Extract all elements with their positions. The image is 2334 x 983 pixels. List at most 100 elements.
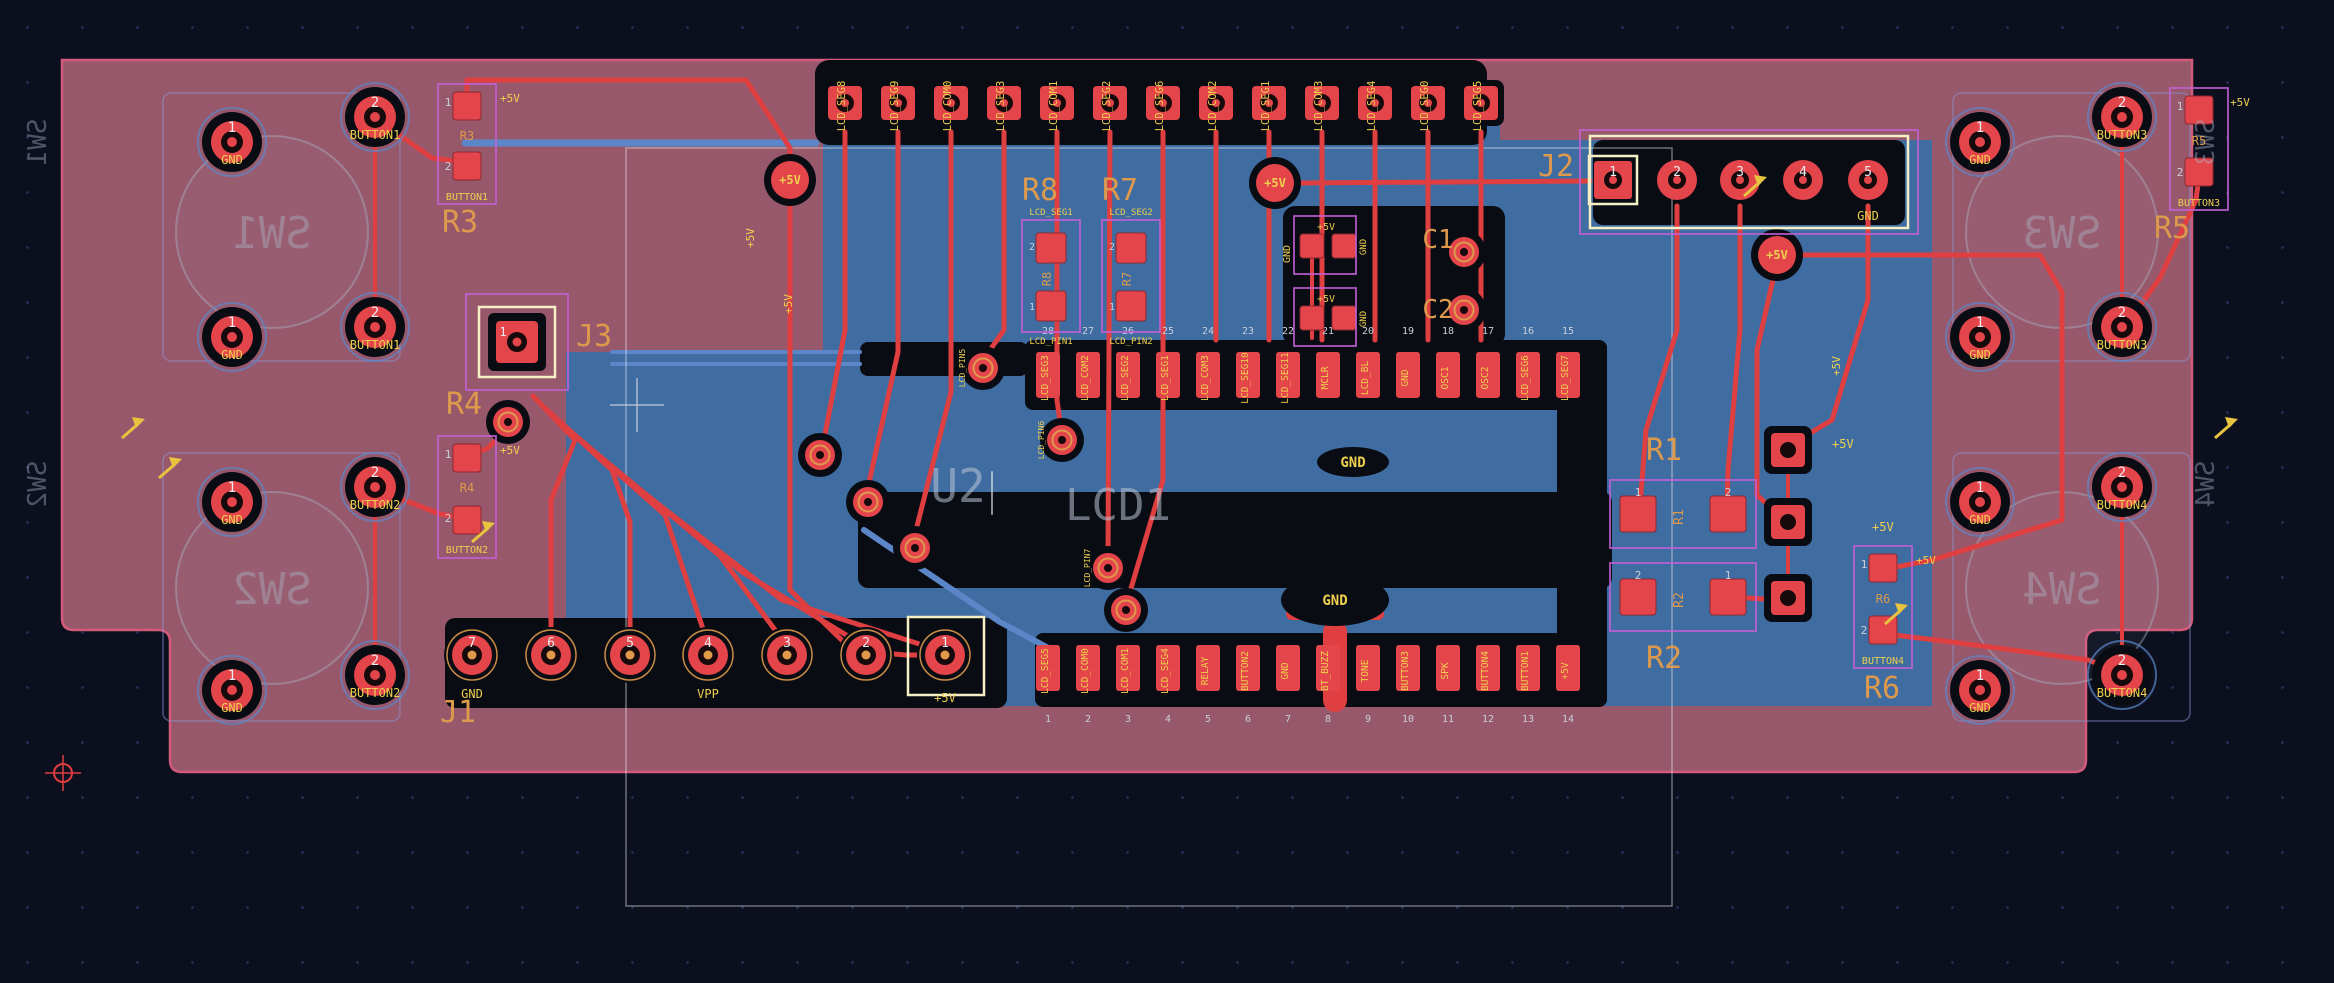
through-hole-pad[interactable] (1104, 588, 1148, 632)
footprint-courtyard[interactable] (465, 293, 569, 391)
j1-pad-5[interactable]: 5 (602, 627, 658, 683)
smd-pad[interactable] (1331, 233, 1357, 259)
through-hole-pad[interactable] (1442, 230, 1486, 274)
lcd1-pad-11[interactable]: LCD_SEG4 (1352, 80, 1398, 131)
lcd1-pad-7[interactable]: LCD_SEG6 (1140, 80, 1186, 131)
footprint-courtyard[interactable] (2169, 87, 2229, 211)
smd-pad[interactable] (1619, 495, 1657, 533)
lcd1-pad-12[interactable]: LCD_SEG0 (1405, 80, 1451, 131)
lcd1-pad-2[interactable]: LCD_SEG9 (875, 80, 921, 131)
smd-pad[interactable] (1709, 578, 1747, 616)
u2-pin-14[interactable]: 14+5V (1556, 645, 1580, 725)
lcd1-pad-3[interactable]: LCD_COM0 (928, 80, 974, 131)
lcd1-pad-5[interactable]: LCD_COM1 (1034, 80, 1080, 131)
gnd-pad-oval[interactable]: GND (1281, 574, 1389, 626)
smd-pad[interactable] (2184, 157, 2214, 187)
j2-pad-1[interactable]: 1 (1587, 154, 1639, 206)
footprint-courtyard[interactable] (1021, 219, 1081, 333)
smd-pad[interactable] (452, 91, 482, 121)
footprint-courtyard[interactable] (1579, 129, 1919, 235)
smd-pad[interactable] (1709, 495, 1747, 533)
through-hole-pad[interactable] (486, 400, 530, 444)
gnd-pad-oval[interactable]: GND (1317, 447, 1389, 477)
drc-marker-arrow[interactable] (1884, 603, 1908, 626)
smd-pad[interactable] (1868, 615, 1898, 645)
drc-marker-arrow[interactable] (121, 417, 145, 440)
through-hole-pad[interactable]: LCD_PIN5 (958, 346, 1005, 390)
j2-pad-3[interactable]: 3 (1720, 160, 1760, 200)
j2-pad-2[interactable]: 2 (1657, 160, 1697, 200)
smd-pad[interactable] (1331, 305, 1357, 331)
via-5v[interactable]: +5V (1751, 229, 1803, 281)
smd-pad[interactable] (1035, 232, 1067, 264)
u2-pin-8[interactable]: 8BT_BUZZ (1316, 645, 1340, 725)
through-hole-pad[interactable] (893, 526, 937, 570)
footprint-courtyard[interactable] (1609, 479, 1757, 549)
lcd1-pad-4[interactable]: LCD_SEG3 (981, 80, 1027, 131)
via-5v[interactable]: +5V (1249, 157, 1301, 209)
lcd1-pad-1[interactable]: LCD_SEG8 (822, 80, 868, 131)
j1-pad-7[interactable]: 7 (444, 627, 500, 683)
j2-pad-5[interactable]: 5 (1848, 160, 1888, 200)
lcd1-pad-6[interactable]: LCD_SEG2 (1087, 80, 1133, 131)
drc-marker-arrow[interactable] (2214, 417, 2238, 440)
via-5v[interactable]: +5V (764, 154, 816, 206)
smd-pad[interactable] (1868, 553, 1898, 583)
footprint-courtyard[interactable] (1101, 219, 1161, 333)
smd-pad[interactable] (452, 151, 482, 181)
lcd1-pad-9[interactable]: LCD_SEG1 (1246, 80, 1292, 131)
pad-5v-column[interactable] (1764, 426, 1812, 474)
footprint-courtyard[interactable] (1609, 562, 1757, 632)
j1-pad-1[interactable]: 1 (917, 627, 973, 683)
lcd1-pad-8[interactable]: LCD_COM2 (1193, 80, 1239, 131)
through-hole-pad[interactable] (798, 433, 842, 477)
footprint-courtyard[interactable] (437, 83, 497, 205)
drc-marker-arrow[interactable] (471, 521, 495, 544)
through-hole-pad[interactable]: LCD_PIN6 (1037, 418, 1084, 462)
smd-pad[interactable] (2184, 95, 2214, 125)
smd-pad[interactable] (452, 443, 482, 473)
j1-pad-4[interactable]: 4 (680, 627, 736, 683)
footprint-courtyard[interactable] (1293, 287, 1357, 347)
j1-pad-6[interactable]: 6 (523, 627, 579, 683)
footprint-courtyard[interactable] (1293, 215, 1357, 275)
lcd1-pad-10[interactable]: LCD_COM3 (1299, 80, 1345, 131)
through-hole-pad[interactable] (1442, 288, 1486, 332)
smd-pad[interactable] (1619, 578, 1657, 616)
smd-pad[interactable] (1035, 290, 1067, 322)
j1-pad-2[interactable]: 2 (838, 627, 894, 683)
lcd1-pad-13[interactable]: LCD_SEG5 (1458, 80, 1504, 131)
j3-pad-1[interactable] (488, 313, 546, 371)
smd-pad[interactable] (1115, 232, 1147, 264)
